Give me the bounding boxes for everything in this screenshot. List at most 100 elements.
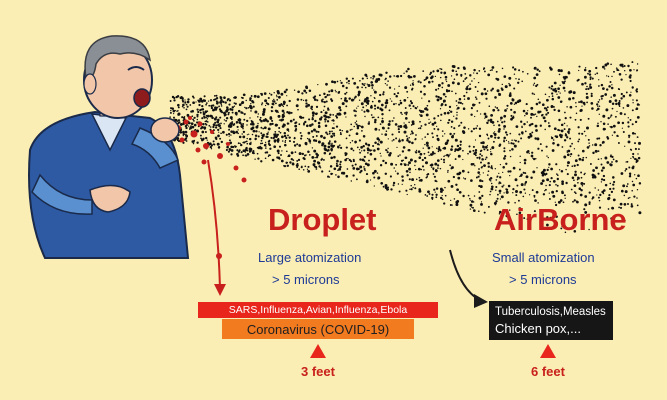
particle: [228, 135, 230, 137]
particle: [219, 127, 222, 130]
particle: [476, 125, 479, 127]
particle: [530, 112, 534, 116]
particle: [540, 114, 544, 117]
particle: [426, 195, 429, 197]
particle: [269, 122, 272, 126]
particle: [615, 159, 618, 163]
particle: [556, 184, 559, 187]
particle: [491, 66, 495, 69]
man-fist: [150, 117, 180, 143]
particle: [430, 153, 433, 156]
particle: [556, 143, 560, 147]
particle: [514, 139, 517, 142]
particle: [418, 188, 421, 191]
particle: [469, 197, 471, 200]
particle: [601, 65, 605, 69]
particle: [457, 176, 461, 180]
particle: [528, 194, 531, 196]
particle: [373, 149, 376, 152]
particle: [428, 192, 431, 195]
particle: [549, 180, 552, 183]
particle: [314, 119, 317, 123]
particle: [283, 90, 287, 94]
particle: [424, 143, 426, 146]
particle: [502, 166, 505, 169]
particle: [315, 130, 318, 133]
particle: [277, 111, 279, 113]
particle: [590, 102, 594, 105]
particle: [540, 182, 544, 185]
particle: [438, 146, 441, 149]
particle: [307, 165, 310, 168]
particle: [575, 112, 578, 115]
particle: [636, 103, 640, 106]
particle: [461, 169, 465, 173]
particle: [535, 190, 539, 194]
particle: [396, 74, 400, 78]
particle: [463, 126, 466, 129]
particle: [606, 75, 608, 77]
particle: [636, 204, 639, 207]
particle: [208, 104, 211, 107]
particle: [474, 165, 476, 167]
particle: [274, 102, 277, 105]
particle: [189, 126, 192, 130]
particle: [419, 120, 421, 123]
particle: [316, 153, 319, 157]
particle: [443, 111, 447, 115]
particle: [432, 136, 434, 139]
particle: [590, 92, 593, 95]
particle: [286, 104, 289, 107]
particle: [230, 149, 234, 152]
particle: [566, 164, 569, 167]
particle: [335, 91, 337, 93]
particle: [204, 130, 207, 134]
particle: [482, 172, 484, 174]
particle: [262, 110, 266, 114]
particle: [479, 185, 483, 189]
particle: [419, 114, 421, 116]
particle: [612, 176, 615, 179]
particle: [276, 156, 279, 159]
particle: [588, 69, 592, 73]
particle: [381, 117, 384, 120]
particle: [450, 75, 453, 77]
particle: [475, 176, 478, 179]
particle: [241, 133, 243, 135]
particle: [332, 132, 336, 135]
particle: [324, 124, 328, 128]
particle: [251, 100, 254, 103]
particle: [621, 121, 625, 125]
particle: [580, 188, 583, 192]
particle: [455, 200, 459, 204]
particle: [254, 110, 258, 114]
particle: [569, 137, 572, 140]
particle: [327, 107, 330, 110]
particle: [365, 109, 369, 112]
particle: [246, 134, 248, 136]
particle: [515, 125, 519, 128]
particle: [176, 137, 180, 140]
particle: [427, 190, 430, 194]
particle: [494, 131, 496, 133]
particle: [456, 188, 459, 192]
particle: [235, 130, 239, 134]
particle: [323, 105, 326, 108]
particle: [294, 151, 297, 153]
particle: [350, 180, 353, 182]
particle: [261, 142, 264, 145]
particle: [453, 78, 456, 80]
particle: [238, 121, 242, 124]
particle: [274, 131, 277, 133]
particle: [627, 125, 630, 128]
particle: [327, 148, 330, 152]
particle: [607, 75, 610, 78]
particle: [278, 95, 281, 99]
particle: [546, 216, 549, 219]
particle: [249, 117, 251, 119]
particle: [597, 107, 600, 111]
particle: [477, 81, 480, 84]
particle: [498, 189, 502, 193]
particle: [591, 107, 594, 110]
particle: [556, 222, 559, 224]
